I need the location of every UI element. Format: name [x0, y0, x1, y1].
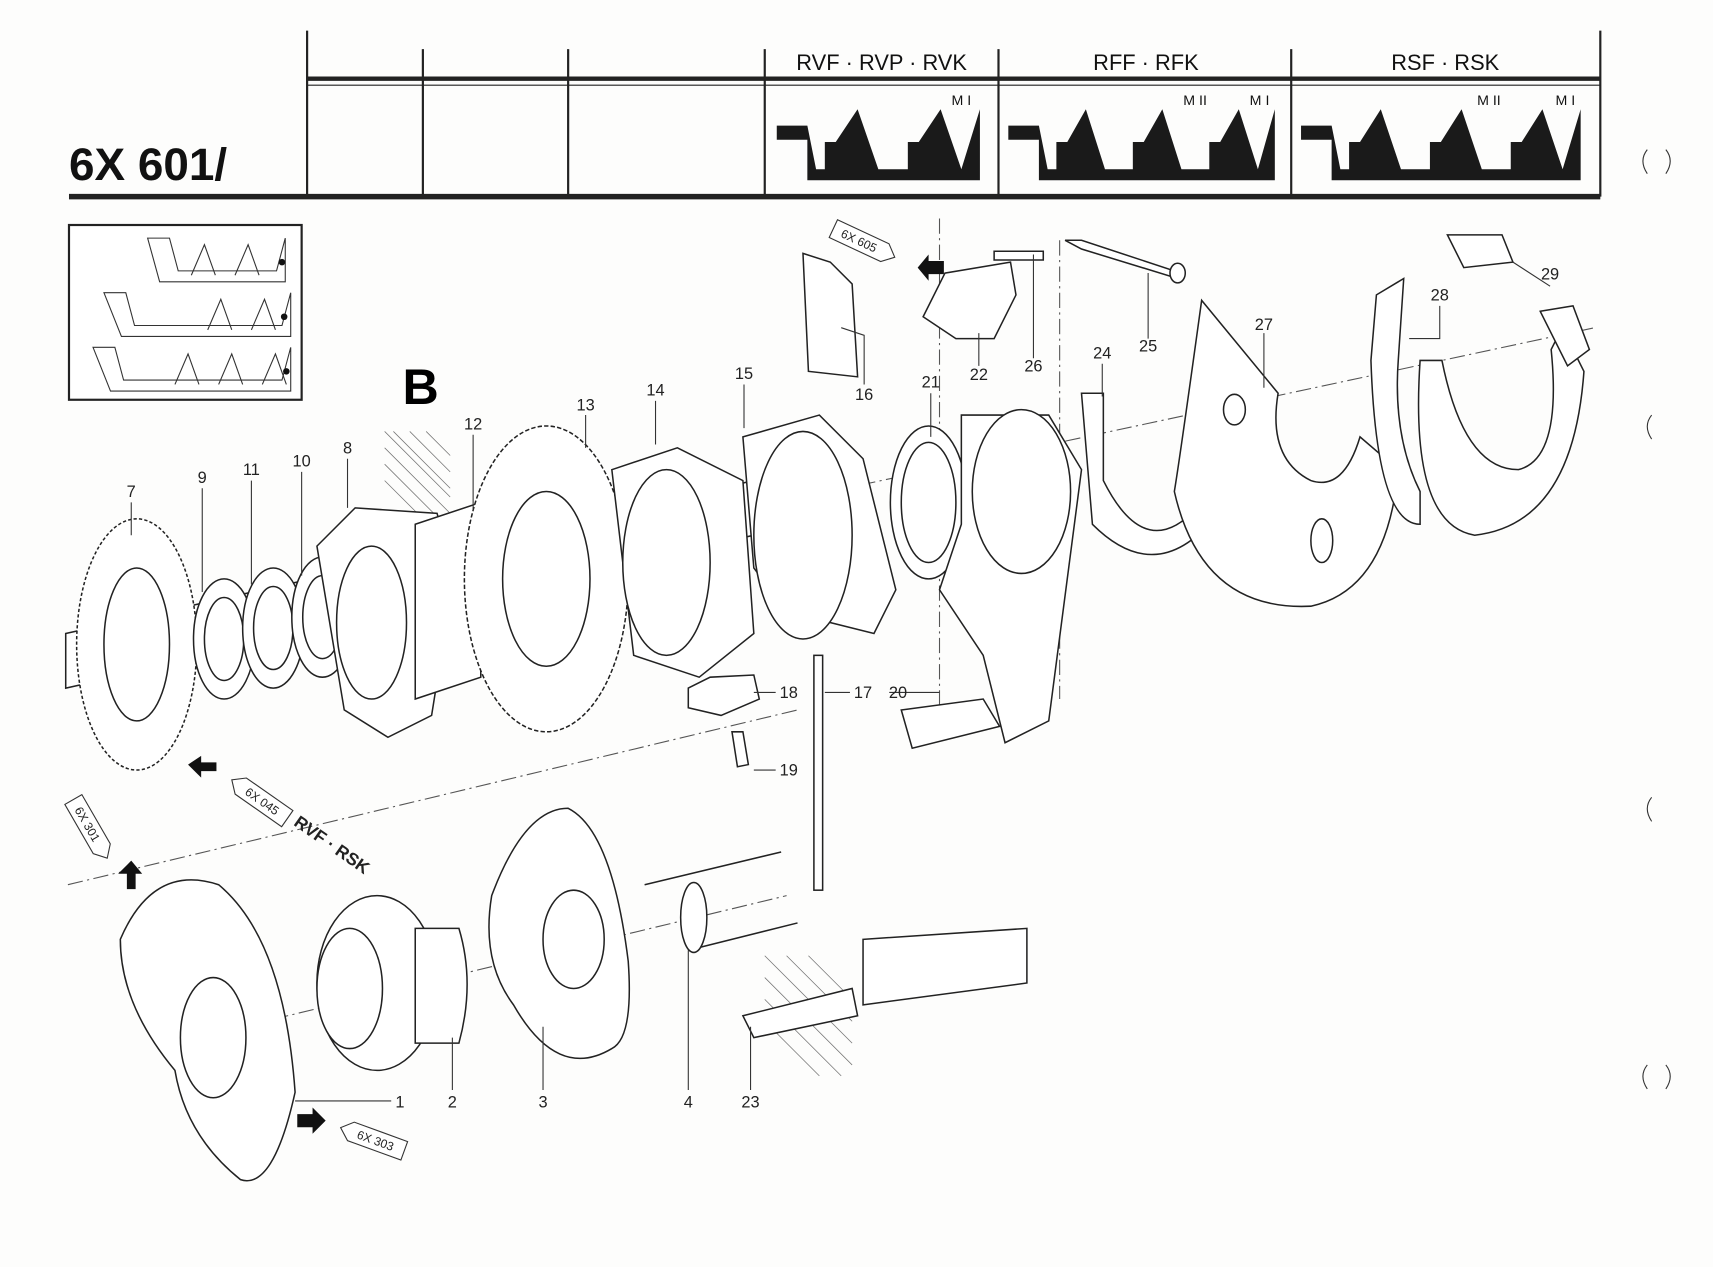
callout-28: 28 — [1431, 286, 1449, 304]
part-28-segment — [1370, 277, 1421, 526]
column-header-rsf: RSF · RSK — [1391, 50, 1499, 75]
callout-7: 7 — [127, 483, 136, 501]
callout-11: 11 — [243, 461, 260, 479]
callout-1: 1 — [395, 1094, 404, 1112]
part-27-shield — [1173, 298, 1400, 608]
callout-14: 14 — [646, 381, 664, 399]
part-29-insert — [1446, 234, 1515, 269]
direction-arrow-icon — [118, 860, 143, 890]
direction-arrow-icon — [188, 755, 217, 778]
callout-15: 15 — [735, 365, 753, 383]
column-header-rvf: RVF · RVP · RVK — [796, 50, 967, 75]
callout-26: 26 — [1024, 357, 1042, 375]
callout-23: 23 — [741, 1094, 759, 1112]
callout-18: 18 — [780, 684, 798, 702]
variant-label: M II — [1477, 93, 1501, 109]
parts — [64, 234, 1591, 1182]
variant-label: M II — [1183, 93, 1207, 109]
callout-21: 21 — [922, 374, 940, 392]
part-19-screw — [731, 731, 750, 768]
callout-20: 20 — [889, 684, 907, 702]
callout-8: 8 — [343, 439, 352, 457]
column-header-rff: RFF · RFK — [1093, 50, 1199, 75]
callout-29: 29 — [1541, 266, 1559, 284]
part-28-segment-b — [1417, 325, 1585, 536]
direction-arrow-icon — [917, 254, 944, 281]
variant-label: M I — [1250, 93, 1270, 109]
reference-tag-6x303[interactable]: 6X 303 — [337, 1118, 409, 1161]
callout-27: 27 — [1255, 316, 1273, 334]
part-23-bar — [862, 927, 1028, 1006]
tooth-profile-icon — [1301, 109, 1581, 181]
callout-4: 4 — [684, 1094, 693, 1112]
variant-label: M I — [952, 93, 972, 109]
binder-hole-icon — [1642, 1064, 1671, 1090]
header-table — [68, 30, 1602, 200]
part-17-bolt — [813, 654, 824, 891]
tooth-profile-icon — [1008, 109, 1275, 181]
leader-lines — [130, 254, 1551, 1102]
reference-tag-6x301[interactable]: 6X 301 — [64, 793, 116, 863]
callout-10: 10 — [293, 452, 311, 470]
bearings-9-10-11 — [192, 556, 354, 700]
binder-hole-icon — [1646, 414, 1653, 440]
callout-9: 9 — [198, 469, 207, 487]
callout-13: 13 — [577, 397, 595, 415]
part-23-stud — [741, 987, 859, 1039]
callout-3: 3 — [538, 1094, 547, 1112]
binder-holes — [1642, 149, 1671, 1090]
binder-hole-icon — [1646, 796, 1653, 822]
callout-25: 25 — [1139, 338, 1157, 356]
inset-variant-sketch — [67, 223, 303, 401]
part-22-plate — [922, 261, 1017, 340]
callout-19: 19 — [780, 761, 798, 779]
callout-17: 17 — [854, 684, 872, 702]
part-26-pin — [993, 250, 1045, 261]
part-4-shaft — [644, 851, 798, 951]
variant-label: M I — [1556, 93, 1576, 109]
part-25-rod — [1064, 239, 1176, 279]
callout-24: 24 — [1093, 344, 1111, 362]
part-20-block — [900, 698, 1001, 750]
tooth-profile-icon — [776, 109, 980, 181]
callout-16: 16 — [855, 386, 873, 404]
part-16-plate — [802, 252, 859, 378]
page-title: 6X 601/ — [69, 138, 227, 190]
section-letter: B — [403, 359, 439, 415]
reference-tag-6x045[interactable]: 6X 045 — [226, 772, 294, 828]
direction-arrow-icon — [297, 1107, 326, 1134]
callout-22: 22 — [970, 366, 988, 384]
part-18-nut — [687, 674, 761, 717]
callout-12: 12 — [464, 415, 482, 433]
callout-2: 2 — [448, 1094, 457, 1112]
reference-tag-6x605[interactable]: 6X 605 — [828, 218, 899, 266]
binder-hole-icon — [1642, 149, 1671, 174]
tooth-profiles — [776, 109, 1581, 181]
